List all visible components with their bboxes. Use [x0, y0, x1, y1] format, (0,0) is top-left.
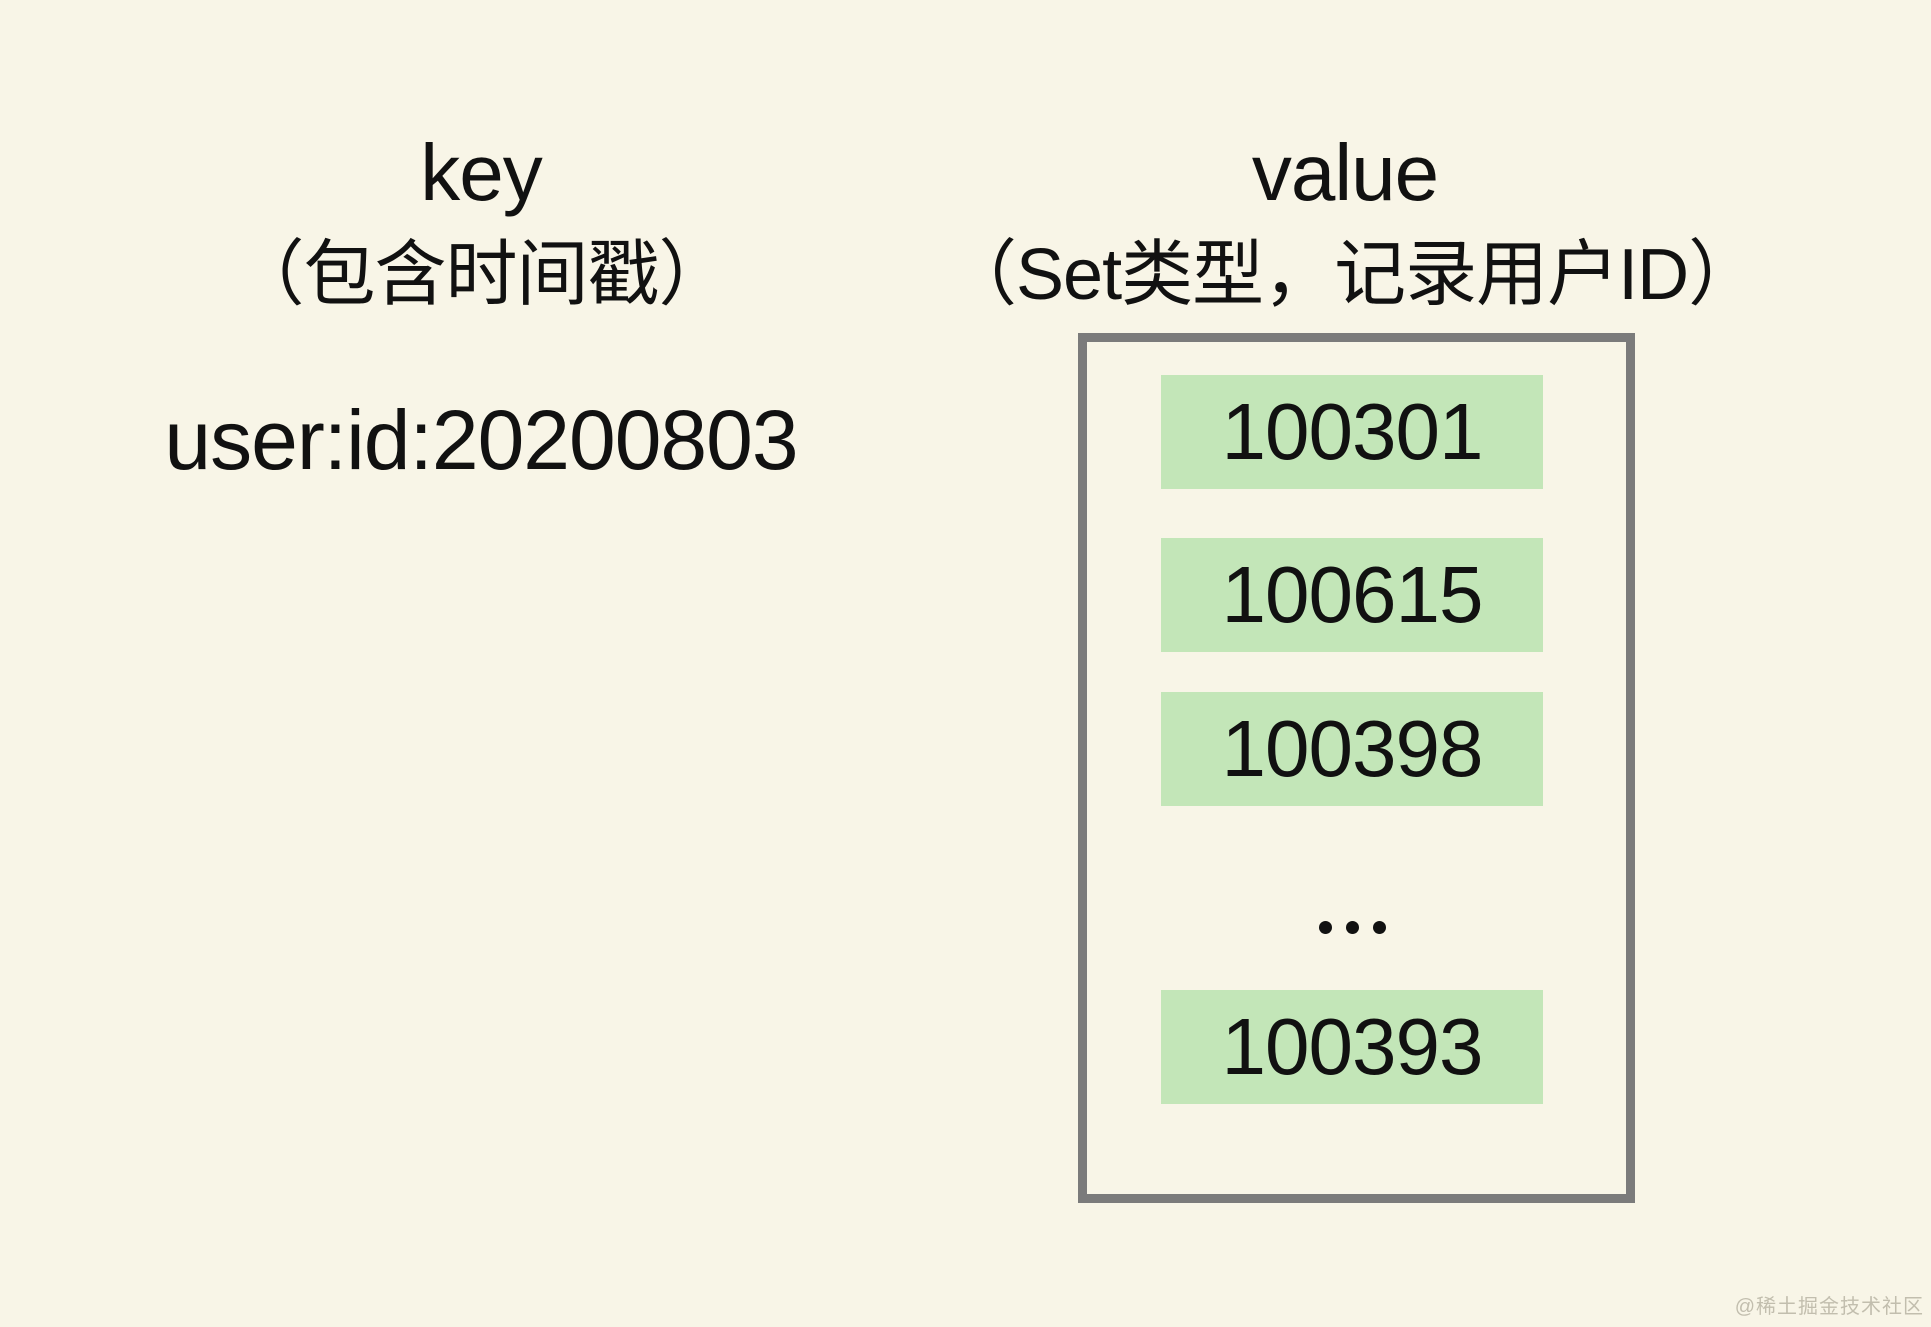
key-column-header: key （包含时间戳） [81, 122, 881, 326]
key-string: user:id:20200803 [164, 393, 798, 487]
set-item: 100301 [1161, 375, 1543, 489]
ellipsis-dot [1318, 920, 1332, 934]
key-subtitle: （包含时间戳） [232, 235, 730, 315]
ellipsis-dot [1372, 920, 1386, 934]
set-box: 100301 100615 100398 100393 [1078, 333, 1635, 1203]
value-column-header: value （Set类型，记录用户ID） [945, 122, 1760, 326]
ellipsis-dot [1345, 920, 1359, 934]
value-title: value [1251, 128, 1439, 217]
set-item: 100398 [1161, 692, 1543, 806]
set-item: 100393 [1161, 990, 1543, 1104]
set-item: 100615 [1161, 538, 1543, 652]
value-subtitle: （Set类型，记录用户ID） [945, 235, 1760, 315]
watermark: @稀土掘金技术社区 [1734, 1296, 1924, 1318]
key-title: key [420, 128, 543, 217]
set-ellipsis [1161, 882, 1543, 972]
